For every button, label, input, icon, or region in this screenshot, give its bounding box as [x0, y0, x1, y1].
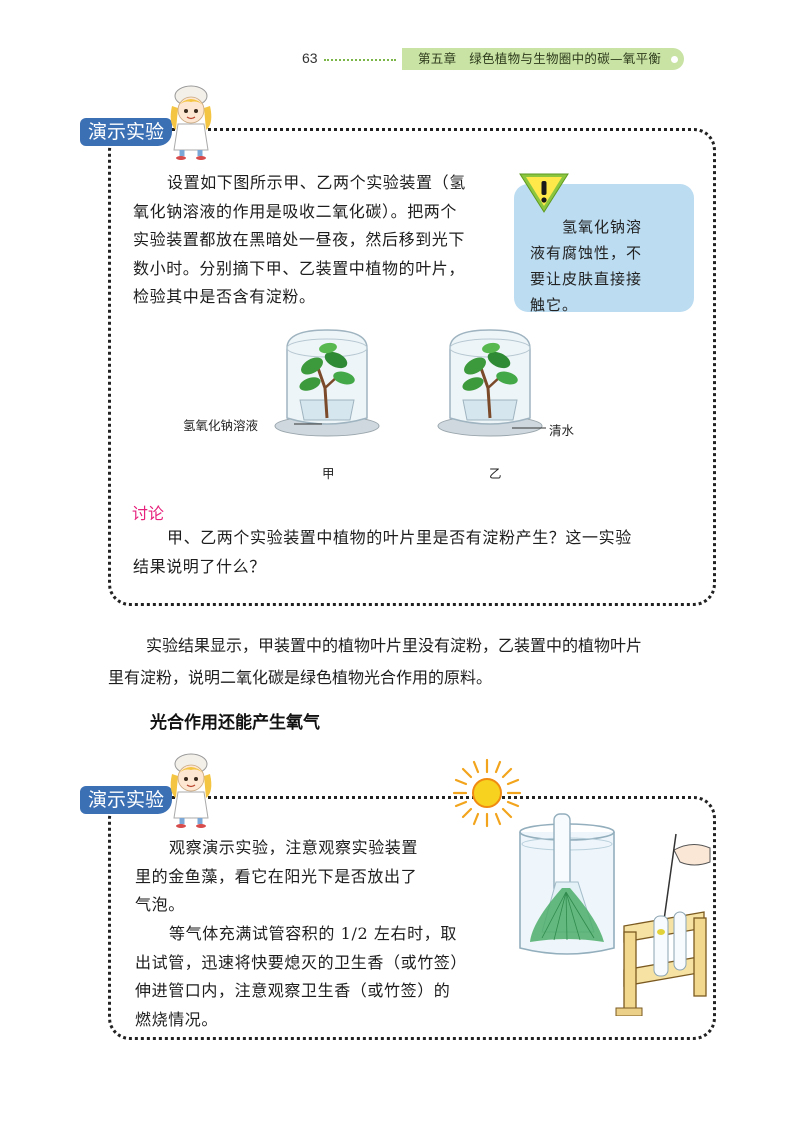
paragraph-line: 氧化钠溶液的作用是吸收二氧化碳）。把两个 [133, 201, 458, 221]
demo2-paragraph-2: 等气体充满试管容积的 1/2 左右时，取 出试管，迅速将快要熄灭的卫生香（或竹签… [135, 920, 505, 1034]
paragraph-line: 实验装置都放在黑暗处一昼夜，然后移到光下 [133, 230, 466, 249]
page-number: 63 [302, 50, 318, 66]
discussion-text: 甲、乙两个实验装置中植物的叶片里是否有淀粉产生？这一实验 结果说明了什么？ [133, 524, 703, 581]
demo-experiment-tag-1: 演示实验 [80, 118, 173, 146]
jar-jia-icon [274, 329, 380, 437]
paragraph-line: 里的金鱼藻，看它在阳光下是否放出了 [135, 866, 418, 886]
caption-yi: 乙 [489, 466, 502, 481]
discussion-line: 结果说明了什么？ [133, 556, 266, 576]
paragraph-line: 检验其中是否含有淀粉。 [133, 287, 316, 306]
body-paragraph: 实验结果显示，甲装置中的植物叶片里没有淀粉，乙装置中的植物叶片 里有淀粉，说明二… [108, 630, 728, 694]
section-title: 光合作用还能产生氧气 [150, 713, 320, 733]
sun-icon [452, 758, 522, 828]
warning-triangle-icon [519, 173, 569, 213]
demo-experiment-tag-2: 演示实验 [80, 786, 173, 814]
caution-line: 液有腐蚀性，不 [530, 244, 643, 262]
beaker-pondweed-illustration [519, 813, 615, 955]
header-dotted-line [324, 59, 396, 61]
paragraph-line: 数小时。分别摘下甲、乙装置中植物的叶片， [133, 258, 466, 278]
experiment-jars-illustration [274, 329, 546, 437]
student-mascot-icon [170, 85, 212, 160]
paragraph-line: 燃烧情况。 [135, 1009, 219, 1029]
header-bullet [671, 56, 678, 63]
demo-experiment-box-2 [108, 796, 716, 1040]
caution-box: 氢氧化钠溶 液有腐蚀性，不 要让皮肤直接接 触它。 [514, 184, 694, 314]
demo1-paragraph: 设置如下图所示甲、乙两个实验装置（氢 氧化钠溶液的作用是吸收二氧化碳）。把两个 … [133, 169, 503, 312]
label-sodium-hydroxide: 氢氧化钠溶液 [183, 418, 259, 433]
demo2-paragraph-1: 观察演示实验，注意观察实验装置 里的金鱼藻，看它在阳光下是否放出了 气泡。 [135, 834, 505, 920]
demo-experiment-box-1 [108, 128, 716, 606]
caution-line: 要让皮肤直接接 [530, 270, 643, 288]
chapter-title-bar: 第五章 绿色植物与生物圈中的碳—氧平衡 [402, 48, 684, 70]
label-clear-water: 清水 [549, 423, 575, 438]
paragraph-line: 气泡。 [135, 895, 185, 914]
jar-yi-icon [437, 329, 543, 437]
test-tube-rack-illustration [615, 833, 711, 1016]
paragraph-line: 等气体充满试管容积的 1/2 左右时，取 [169, 924, 457, 943]
caution-line: 氢氧化钠溶 [562, 218, 643, 236]
discussion-line: 甲、乙两个实验装置中植物的叶片里是否有淀粉产生？这一实验 [167, 528, 632, 547]
discussion-title: 讨论 [132, 504, 165, 523]
caption-jia: 甲 [322, 466, 335, 481]
paragraph-line: 伸进管口内，注意观察卫生香（或竹签）的 [135, 981, 451, 1000]
caution-line: 触它。 [530, 296, 579, 314]
paragraph-line: 出试管，迅速将快要熄灭的卫生香（或竹签） [135, 952, 468, 972]
student-mascot-icon [170, 753, 212, 828]
body-line: 里有淀粉，说明二氧化碳是绿色植物光合作用的原料。 [108, 668, 493, 687]
paragraph-line: 观察演示实验，注意观察实验装置 [169, 838, 419, 857]
paragraph-line: 设置如下图所示甲、乙两个实验装置（氢 [167, 173, 466, 192]
body-line: 实验结果显示，甲装置中的植物叶片里没有淀粉，乙装置中的植物叶片 [146, 636, 643, 655]
